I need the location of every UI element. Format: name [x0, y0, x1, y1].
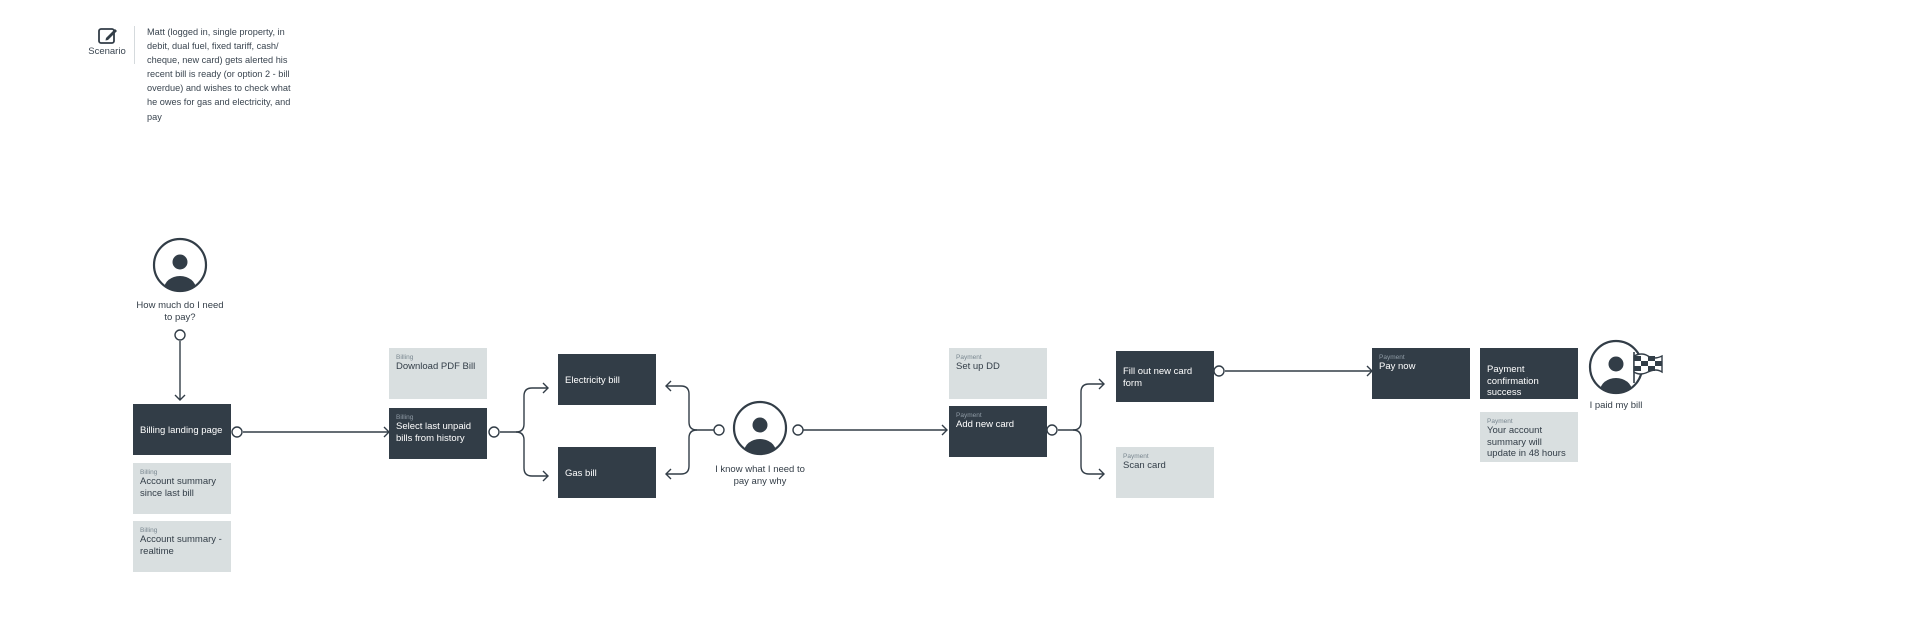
- node-category: Billing: [140, 469, 158, 476]
- connector-card-options: [1058, 383, 1104, 431]
- persona-middle-label: I know what I need to pay any why: [715, 464, 805, 487]
- node-category: Billing: [396, 354, 414, 361]
- node-label: Gas bill: [565, 467, 597, 479]
- connector-dot: [713, 424, 725, 436]
- node-label: Scan card: [1123, 460, 1166, 471]
- node-scan-card[interactable]: Payment Scan card: [1116, 447, 1214, 498]
- scenario-divider: [134, 26, 135, 64]
- node-account-summary-last[interactable]: Billing Account summary since last bill: [133, 463, 231, 514]
- flag-icon: [1633, 352, 1663, 383]
- connector-dot: [174, 329, 186, 341]
- node-gas-bill[interactable]: Gas bill: [558, 447, 656, 498]
- node-billing-landing[interactable]: Billing landing page: [133, 404, 231, 455]
- node-download-pdf[interactable]: Billing Download PDF Bill: [389, 348, 487, 399]
- node-category: Payment: [956, 412, 982, 419]
- node-category: Billing: [396, 414, 414, 421]
- connector-dot: [1213, 365, 1225, 377]
- node-category: Payment: [1487, 418, 1513, 425]
- persona-middle-avatar: [732, 400, 788, 456]
- scenario-text: Matt (logged in, single property, in deb…: [147, 27, 291, 122]
- node-label: Account summary since last bill: [140, 476, 217, 499]
- node-electricity-bill[interactable]: Electricity bill: [558, 354, 656, 405]
- node-label: Electricity bill: [565, 374, 620, 386]
- node-label: Pay now: [1379, 361, 1416, 372]
- node-add-new-card[interactable]: Payment Add new card: [949, 406, 1047, 457]
- node-label: Select last unpaid bills from history: [396, 421, 471, 444]
- node-pay-now[interactable]: Payment Pay now: [1372, 348, 1470, 399]
- node-category: Payment: [1123, 453, 1149, 460]
- node-label: Add new card: [956, 419, 1015, 430]
- node-label: Your account summary will update in 48 h…: [1487, 425, 1566, 459]
- connector-dot: [488, 426, 500, 438]
- persona-end-avatar: [1588, 339, 1644, 395]
- persona-end-label: I paid my bill: [1589, 400, 1643, 411]
- scenario-label: Scenario: [88, 46, 126, 57]
- connector-middle-bills: [666, 385, 714, 431]
- connector-dot: [231, 426, 243, 438]
- node-category: Payment: [1379, 354, 1405, 361]
- node-account-summary-realtime[interactable]: Billing Account summary - realtime: [133, 521, 231, 572]
- node-label: Download PDF Bill: [396, 361, 476, 372]
- node-select-unpaid[interactable]: Billing Select last unpaid bills from hi…: [389, 408, 487, 459]
- node-category: Payment: [956, 354, 982, 361]
- node-label: Account summary - realtime: [140, 534, 222, 557]
- node-category: Billing: [140, 527, 158, 534]
- connector-dot: [792, 424, 804, 436]
- persona-start-avatar: [152, 237, 208, 293]
- node-label: Set up DD: [956, 361, 1000, 372]
- node-setup-dd[interactable]: Payment Set up DD: [949, 348, 1047, 399]
- node-label: Payment confirmation success: [1487, 364, 1539, 398]
- connector-dot: [1046, 424, 1058, 436]
- connector-select-bills: [500, 387, 548, 433]
- node-label: Fill out new card form: [1123, 366, 1193, 389]
- node-fill-card-form[interactable]: Fill out new card form: [1116, 351, 1214, 402]
- node-account-update[interactable]: Payment Your account summary will update…: [1480, 412, 1578, 462]
- node-label: Billing landing page: [140, 424, 223, 436]
- node-payment-success[interactable]: Payment confirmation success: [1480, 348, 1578, 399]
- edit-icon: [98, 28, 117, 44]
- persona-start-label: How much do I need to pay?: [136, 300, 224, 323]
